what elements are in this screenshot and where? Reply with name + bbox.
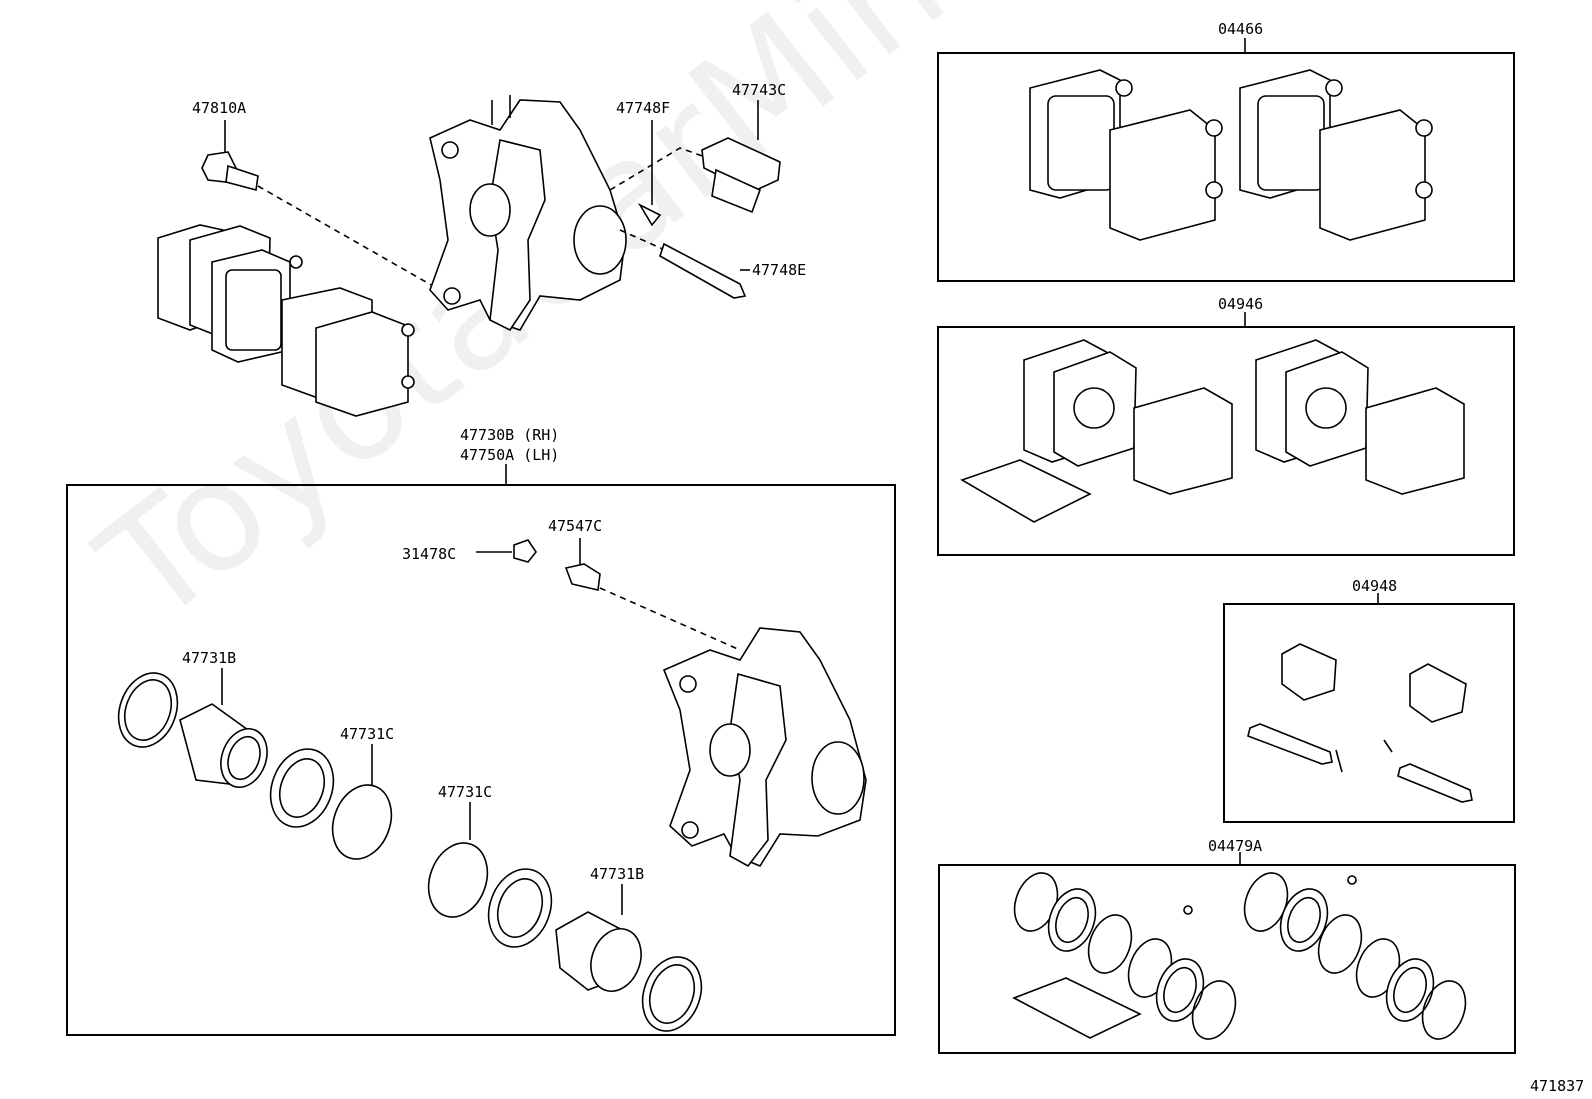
- label-kit-04946: 04946: [1218, 295, 1264, 313]
- kit-box-04479A: [938, 864, 1516, 1054]
- label-kit-04479A: 04479A: [1208, 837, 1263, 855]
- label-47730B: 47730B (RH): [460, 426, 560, 444]
- pads-upper-shape: [157, 224, 415, 417]
- label-47748F: 47748F: [616, 99, 671, 117]
- label-47731B-upper: 47731B: [182, 649, 237, 667]
- label-47731C-upper: 47731C: [340, 725, 395, 743]
- label-kit-04948: 04948: [1352, 577, 1398, 595]
- kit-04479A-shape: [1012, 852, 1467, 1040]
- label-47748E: 47748E: [752, 261, 807, 279]
- label-47731C-lower: 47731C: [438, 783, 493, 801]
- caliper-assembly-shape: [117, 464, 867, 1032]
- kit-04946-shape: [960, 312, 1465, 523]
- kit-04948-shape: [1247, 593, 1473, 803]
- kit-box-04466: [937, 52, 1515, 282]
- caliper-assembly-box: [66, 484, 896, 1036]
- label-47743C: 47743C: [732, 81, 787, 99]
- label-47750A: 47750A (LH): [460, 446, 560, 464]
- label-47731B-lower: 47731B: [590, 865, 645, 883]
- clip-spring-pin-shape: [637, 100, 781, 299]
- caliper-upper-shape: [429, 95, 709, 332]
- label-31478C: 31478C: [402, 545, 457, 563]
- label-47810A: 47810A: [192, 99, 247, 117]
- label-47547C: 47547C: [548, 517, 603, 535]
- label-kit-04466: 04466: [1218, 20, 1264, 38]
- kit-04466-shape: [1029, 38, 1433, 241]
- kit-box-04948: [1223, 603, 1515, 823]
- diagram-id: 471837: [1530, 1077, 1585, 1095]
- bolt-47810A-shape: [201, 120, 441, 291]
- kit-box-04946: [937, 326, 1515, 556]
